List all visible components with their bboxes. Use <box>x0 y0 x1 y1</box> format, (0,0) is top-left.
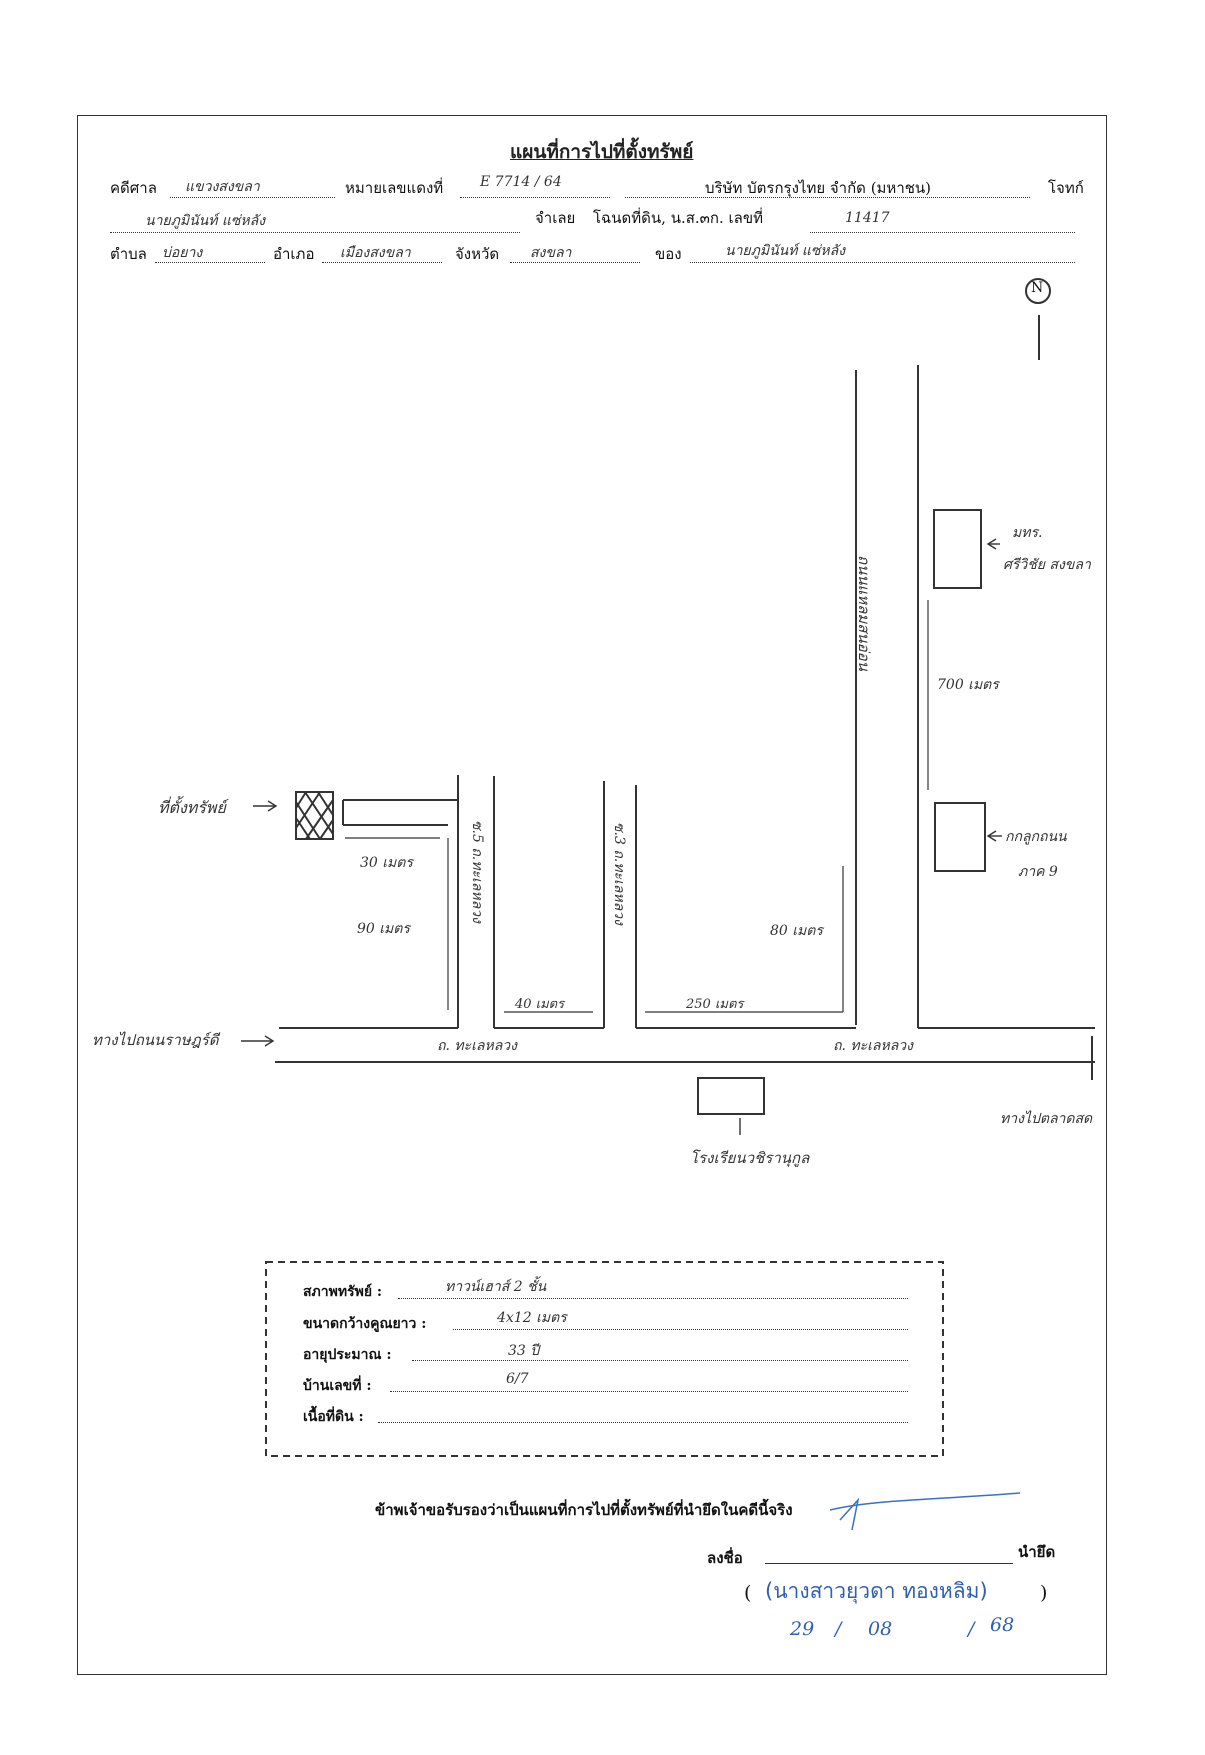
land-area-line <box>378 1422 908 1423</box>
subdistrict-line <box>155 262 265 263</box>
case-no-label: หมายเลขแดงที่ <box>345 179 444 197</box>
land-area-label: เนื้อที่ดิน : <box>303 1409 364 1425</box>
seized-label: จำเลย <box>535 209 576 227</box>
house-no-value: 6/7 <box>506 1371 529 1387</box>
landmark-church-2: ภาค 9 <box>1018 864 1058 880</box>
msu-box <box>933 509 982 589</box>
age-line <box>412 1360 908 1361</box>
province-value: สงขลา <box>530 245 572 261</box>
distance-80: 80 เมตร <box>770 923 823 939</box>
school-box <box>697 1077 765 1115</box>
province-label: จังหวัด <box>455 245 500 263</box>
page-frame <box>77 115 1107 1675</box>
plaintiff-value: บริษัท บัตรกรุงไทย จำกัด (มหาชน) <box>705 179 932 197</box>
landmark-msu-2: ศรีวิชัย สงขลา <box>1003 557 1091 573</box>
district-label: อำเภอ <box>273 245 315 263</box>
to-market-label: ทางไปตลาดสด <box>1000 1111 1093 1127</box>
property-box <box>295 791 334 840</box>
landmark-church: กกลูกถนน <box>1005 829 1067 845</box>
close-paren: ) <box>1040 1582 1048 1604</box>
court-label: คดีศาล <box>110 179 157 197</box>
district-line <box>322 262 442 263</box>
date-year: 68 <box>990 1614 1015 1636</box>
defendant-line <box>110 232 520 233</box>
signer-name: (นางสาวยุวดา ทองหลิม) <box>765 1579 988 1603</box>
subdistrict-label: ตำบล <box>110 245 147 263</box>
property-info-frame <box>265 1261 944 1457</box>
distance-700: 700 เมตร <box>937 677 999 693</box>
deed-line <box>810 232 1075 233</box>
date-month: 08 <box>868 1618 893 1640</box>
certify-text: ข้าพเจ้าขอรับรองว่าเป็นแผนที่การไปที่ตั้… <box>375 1501 793 1519</box>
house-no-line <box>390 1391 908 1392</box>
distance-30: 30 เมตร <box>360 855 413 871</box>
condition-label: สภาพทรัพย์ : <box>303 1284 383 1300</box>
seized-value: โฉนดที่ดิน, น.ส.๓ก. เลขที่ <box>593 209 763 227</box>
house-no-label: บ้านเลขที่ : <box>303 1378 372 1394</box>
date-sep-2: / <box>968 1618 975 1640</box>
sign-line <box>765 1563 1013 1564</box>
condition-line <box>398 1298 908 1299</box>
church-box <box>934 802 986 872</box>
court-value: แขวงสงขลา <box>185 179 260 195</box>
case-no-line <box>460 197 610 198</box>
date-day: 29 <box>790 1618 815 1640</box>
distance-90: 90 เมตร <box>357 921 410 937</box>
court-line <box>170 197 335 198</box>
province-line <box>510 262 640 263</box>
date-sep-1: / <box>835 1618 842 1640</box>
sign-role: นำยึด <box>1018 1543 1056 1561</box>
condition-value: ทาวน์เฮาส์ 2 ชั้น <box>445 1279 547 1295</box>
north-label: N <box>1031 280 1044 296</box>
distance-40: 40 เมตร <box>515 997 565 1012</box>
plaintiff-line <box>625 197 1030 198</box>
size-line <box>453 1329 908 1330</box>
age-label: อายุประมาณ : <box>303 1347 392 1363</box>
age-value: 33 ปี <box>508 1343 540 1359</box>
defendant-value: นายภูมินันท์ แซ่หลัง <box>145 213 266 229</box>
to-road-label: ทางไปถนนราษฎร์ดี <box>92 1031 219 1049</box>
plaintiff-label: โจทก์ <box>1048 179 1084 197</box>
owner-line <box>690 262 1075 263</box>
sign-label: ลงชื่อ <box>707 1549 743 1567</box>
owner-value: นายภูมินันท์ แซ่หลัง <box>725 243 846 259</box>
case-no-value: E 7714 / 64 <box>480 174 562 190</box>
owner-label: ของ <box>655 245 682 263</box>
school-label: โรงเรียนวชิรานุกูล <box>690 1149 810 1167</box>
thale-road-label-2: ถ. ทะเลหลวง <box>833 1038 913 1054</box>
north-circle <box>1025 278 1051 304</box>
open-paren: ( <box>744 1582 752 1604</box>
distance-250: 250 เมตร <box>686 997 744 1012</box>
deed-no: 11417 <box>845 210 890 226</box>
property-label: ที่ตั้งทรัพย์ <box>158 798 226 817</box>
size-value: 4x12 เมตร <box>497 1310 567 1326</box>
district-value: เมืองสงขลา <box>340 245 411 261</box>
landmark-msu: มทร. <box>1012 525 1043 541</box>
thale-road-label-1: ถ. ทะเลหลวง <box>437 1038 517 1054</box>
size-label: ขนาดกว้างคูณยาว : <box>303 1316 427 1332</box>
page-title: แผนที่การไปที่ตั้งทรัพย์ <box>510 141 694 163</box>
subdistrict-value: บ่อยาง <box>162 245 203 261</box>
